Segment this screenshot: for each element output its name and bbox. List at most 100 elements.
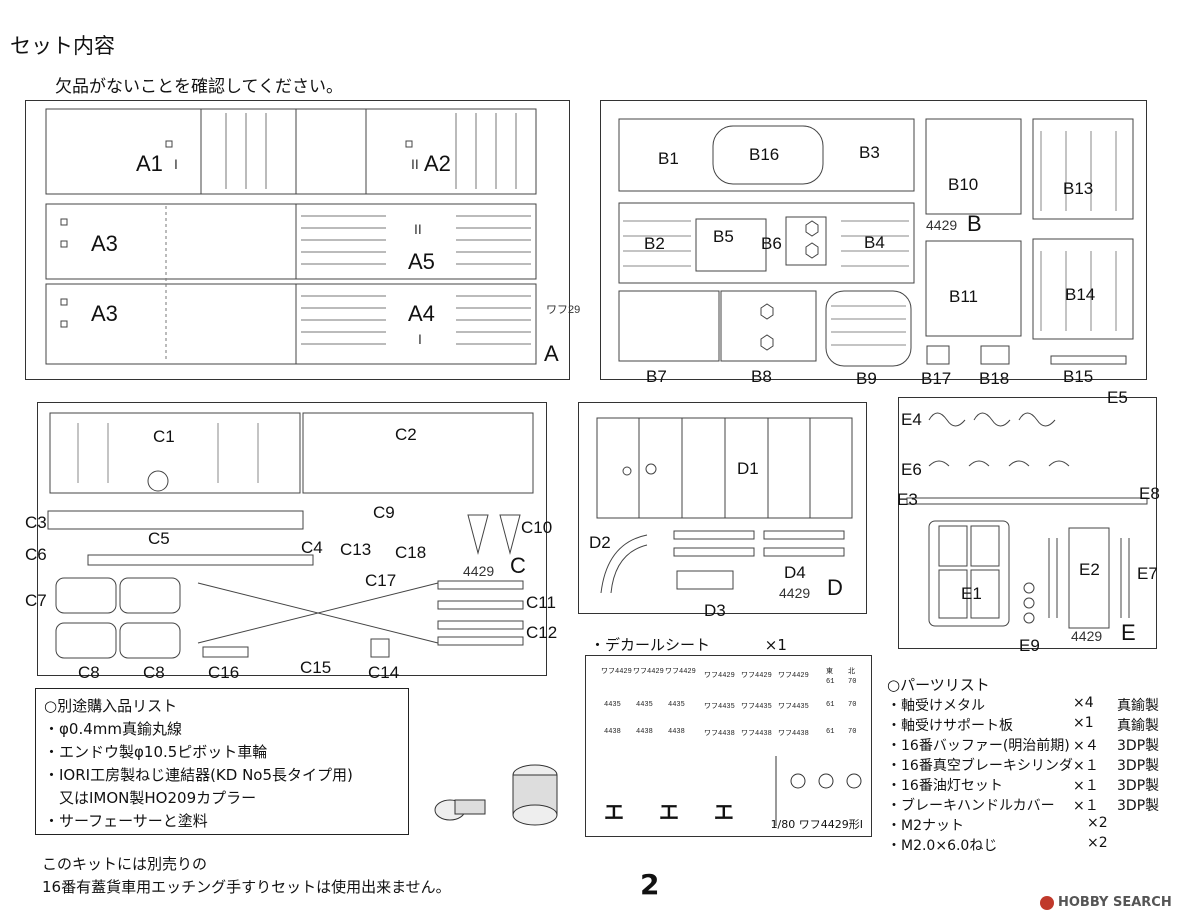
page-number: 2	[640, 868, 660, 901]
part-label: C13	[340, 540, 372, 559]
part-label: B7	[646, 367, 667, 386]
decal-number: 4438	[604, 728, 621, 736]
decal-number: ワフ4435	[741, 703, 772, 711]
sheet-a-drawing	[45, 108, 537, 365]
part-label: C3	[25, 513, 47, 532]
part-label: A3	[91, 231, 118, 256]
part-label: A5	[408, 249, 435, 274]
purchase-item: 又はIMON製HO209カプラー	[44, 789, 257, 807]
part-label: A1	[136, 151, 163, 176]
decal-kana: エ エ エ	[604, 800, 748, 824]
parts-item-material: 3DP製	[1117, 738, 1160, 754]
wheel-icon	[775, 756, 862, 826]
decal-number: 4438	[636, 728, 653, 736]
parts-item-qty: ×1	[1073, 715, 1094, 731]
footnote-line-2: 16番有蓋貨車用エッチング手すりセットは使用出来ません。	[42, 878, 451, 896]
decal-side-mark: 70	[848, 728, 857, 736]
parts-item-name: ・16番真空ブレーキシリンダ	[887, 758, 1073, 774]
part-label: B15	[1063, 367, 1094, 386]
etching-sheet-e: E5 E4 E6 E8 E3 E2 E7 E1 E9 4429 E	[897, 388, 1160, 655]
part-label: B18	[979, 369, 1010, 388]
part-label: B10	[948, 175, 979, 194]
purchase-item: ・エンドウ製φ10.5ピボット車輪	[44, 743, 268, 761]
sheet-mark: D	[827, 575, 843, 600]
part-label: B8	[751, 367, 772, 386]
etching-sheet-a: A1 A2 A3 A3 A5 A4 I II II I ワフ29 A	[25, 100, 580, 380]
part-label: B1	[658, 149, 679, 168]
part-label: C12	[526, 623, 558, 642]
decal-side-mark: 北	[848, 668, 855, 676]
part-label: E9	[1019, 636, 1040, 655]
parts-item-qty: ×１	[1073, 758, 1099, 774]
decal-side-mark: 東	[826, 668, 833, 676]
part-label: D3	[704, 601, 726, 620]
watermark-logo-icon	[1040, 895, 1054, 910]
parts-item-material: 真鍮製	[1117, 698, 1159, 714]
decal-number: ワフ4429	[665, 668, 696, 676]
etching-sheet-b: B1 B16 B3 B10 B13 B2 B5 B6 B4 B11 B14 B7…	[600, 100, 1147, 388]
decal-side-mark: 61	[826, 728, 835, 736]
parts-item-material: 真鍮製	[1117, 718, 1159, 734]
parts-item-qty: ×4	[1073, 695, 1094, 711]
part-label: A4	[408, 301, 435, 326]
part-label: B9	[856, 369, 877, 388]
part-mark: I	[418, 331, 422, 347]
part-label: E5	[1107, 388, 1128, 407]
decal-sheet: ワフ4429 ワフ4429 ワフ4429 ワフ4429 ワフ4429 ワフ442…	[585, 655, 872, 837]
watermark: HOBBY SEARCH	[1040, 895, 1172, 910]
decal-number: 4435	[604, 701, 621, 709]
part-label: C9	[373, 503, 395, 522]
decal-number: 4435	[668, 701, 685, 709]
sheet-mark: B	[967, 211, 982, 236]
footnote-line-1: このキットには別売りの	[42, 855, 208, 873]
part-mark: I	[174, 156, 178, 172]
part-label: C1	[153, 427, 175, 446]
parts-item-material: 3DP製	[1117, 778, 1160, 794]
decal-qty: ×1	[764, 636, 787, 654]
decal-number: ワフ4435	[704, 703, 735, 711]
part-label: E7	[1137, 564, 1158, 583]
decal-number: ワフ4429	[778, 672, 809, 680]
parts-item-name: ・16番油灯セット	[887, 778, 1003, 794]
check-note: 欠品がないことを確認してください。	[55, 77, 343, 97]
parts-item-name: ・軸受けメタル	[887, 698, 985, 714]
decal-side-mark: 61	[826, 701, 835, 709]
sheet-stamp: 4429	[926, 217, 958, 233]
part-label: C15	[300, 658, 332, 677]
sheet-b-drawing	[618, 118, 1134, 367]
decal-number: ワフ4429	[633, 668, 664, 676]
part-label: D4	[784, 563, 806, 582]
part-label: D2	[589, 533, 611, 552]
purchase-item: ・φ0.4mm真鍮丸線	[44, 720, 182, 738]
sheet-d-drawing	[596, 417, 853, 594]
page-title: セット内容	[10, 34, 115, 58]
part-label: B16	[749, 145, 780, 164]
part-mark: II	[411, 156, 419, 172]
decal-number: ワフ4429	[704, 672, 735, 680]
parts-item-qty: ×４	[1073, 738, 1099, 754]
part-label: E4	[901, 410, 922, 429]
decal-title: ・デカールシート ×1	[590, 634, 787, 655]
parts-item-qty: ×2	[1087, 835, 1108, 851]
part-label: C6	[25, 545, 47, 564]
screw-and-nut-illustration	[434, 764, 558, 826]
part-label: B3	[859, 143, 880, 162]
part-label: E3	[897, 490, 918, 509]
decal-number: ワフ4429	[741, 672, 772, 680]
decal-number: 4435	[636, 701, 653, 709]
part-label: C14	[368, 663, 400, 682]
part-label: C18	[395, 543, 427, 562]
decal-side-mark: 61	[826, 678, 835, 686]
part-label: E1	[961, 584, 982, 603]
part-label: C11	[526, 593, 556, 612]
sheet-stamp: 4429	[779, 585, 811, 601]
parts-item-name: ・16番バッファー(明治前期)	[887, 738, 1070, 754]
purchase-title: ○別途購入品リスト	[44, 697, 178, 715]
parts-item-material: 3DP製	[1117, 758, 1160, 774]
part-label: B5	[713, 227, 734, 246]
parts-item-material: 3DP製	[1117, 798, 1160, 814]
part-label: C7	[25, 591, 47, 610]
purchase-item: ・IORI工房製ねじ連結器(KD No5長タイプ用)	[44, 766, 353, 784]
part-label: C8	[78, 663, 100, 682]
sheet-stamp: ワフ29	[546, 304, 581, 316]
